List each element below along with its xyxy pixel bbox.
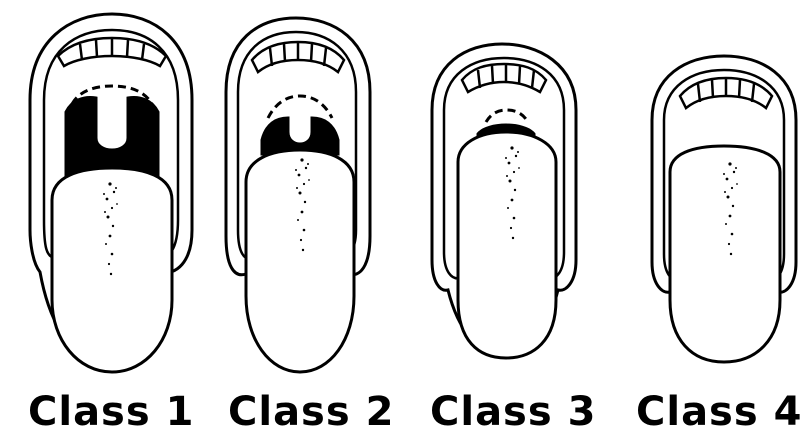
class-4-label: Class 4 (636, 388, 802, 436)
tongue (458, 132, 556, 358)
class-3-label: Class 3 (430, 388, 596, 436)
soft-palate-arch (486, 110, 528, 122)
tongue (246, 150, 354, 372)
soft-palate-arch (268, 96, 332, 118)
class-2-mouth-illustration (226, 18, 370, 372)
class-3-mouth-illustration (432, 44, 576, 358)
class-4-mouth-illustration (652, 56, 796, 362)
class-1-mouth-illustration (30, 14, 192, 372)
class-1-label: Class 1 (28, 388, 194, 436)
tongue (670, 146, 780, 362)
tongue (52, 168, 172, 372)
class-2-label: Class 2 (228, 388, 394, 436)
